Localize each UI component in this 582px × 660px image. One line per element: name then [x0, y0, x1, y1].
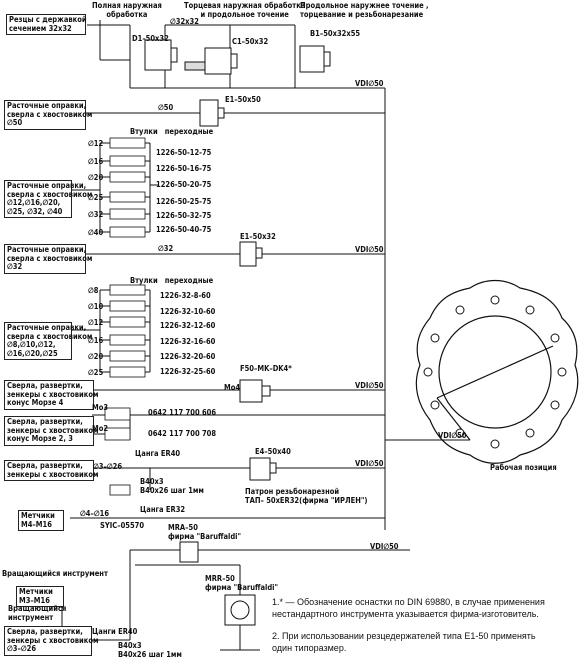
header-face-long: Торцевая наружная обработка и продольное…	[184, 1, 306, 19]
size-label: ∅16	[88, 336, 104, 345]
part-number: 1226-32-10-60	[160, 307, 216, 316]
code-e1b: E1–50x32	[240, 232, 276, 241]
bushings2: Втулки переходные	[130, 276, 214, 285]
box-morse23: Сверла, развертки, зенкеры с хвостовиком…	[4, 416, 98, 446]
code-f50: F50–MK–DK4*	[240, 364, 292, 373]
part-number: 1226-50-25-75	[156, 197, 212, 206]
box-drills-rot: Сверла, развертки, зенкеры с хвостовиком…	[4, 626, 98, 656]
code-b40x26b: В40х26 шаг 1мм	[118, 650, 182, 659]
code-b40x3b: В40х3	[118, 641, 142, 650]
code-d32b: ∅32	[158, 244, 174, 253]
code-d32: ∅32x32	[170, 17, 199, 26]
size-label: ∅20	[88, 352, 104, 361]
box-morse4: Сверла, развертки, зенкеры с хвостовиком…	[4, 380, 98, 410]
note-1: 1.* — Обозначение оснастки по DIN 69880,…	[272, 597, 545, 619]
code-mra: MRA–50 фирма "Baruffaldi"	[168, 523, 241, 541]
part-number: 1226-50-16-75	[156, 164, 212, 173]
code-mrr: MRR–50 фирма "Baruffaldi"	[205, 574, 278, 592]
vdi-label: VDI∅50	[355, 381, 384, 390]
vdi-label: VDI∅50	[355, 245, 384, 254]
size-label: ∅20	[88, 173, 104, 182]
tap-holder: Патрон резьбонарезной ТАП– 50хЕR32(фирма…	[245, 487, 368, 505]
size-label: ∅8	[88, 286, 99, 295]
code-d3-26: ∅3–∅26	[93, 462, 123, 471]
part-number: 1226-50-40-75	[156, 225, 212, 234]
box-cutters: Резцы с державкой сечением 32х32	[6, 14, 87, 35]
header-full-outer: Полная наружная обработка	[92, 1, 162, 19]
vdi-label: VDI∅50	[438, 431, 467, 440]
part-number: 1226-50-12-75	[156, 148, 212, 157]
bushings1: Втулки переходные	[130, 127, 214, 136]
size-label: ∅32	[88, 210, 104, 219]
rotating-label: Вращающийся инструмент	[8, 604, 67, 622]
part-number: 1226-32-16-60	[160, 337, 216, 346]
code-mo2: Мо2	[92, 424, 109, 433]
part-708: 0642 117 700 708	[148, 429, 217, 438]
size-label: ∅16	[88, 157, 104, 166]
code-b1: B1–50x32x55	[310, 29, 361, 38]
part-number: 1226-50-20-75	[156, 180, 212, 189]
vdi-label: VDI∅50	[355, 79, 384, 88]
code-mo3: Мо3	[92, 403, 109, 412]
code-b40x3: В40х3	[140, 477, 164, 486]
box-boring-set1: Расточные оправки, сверла с хвостовиком …	[4, 180, 92, 218]
box-taps2: Метчики М3–М16	[16, 586, 64, 607]
note-2: 2. При использовании резцедержателей тип…	[272, 631, 536, 653]
size-label: ∅12	[88, 139, 104, 148]
part-number: 1226-32-8-60	[160, 291, 211, 300]
collet40b: Цанги ER40	[92, 627, 138, 636]
box-taps: Метчики М4–М16	[18, 510, 64, 531]
size-label: ∅12	[88, 318, 104, 327]
vdi-label: VDI∅50	[355, 459, 384, 468]
size-label: ∅25	[88, 193, 104, 202]
size-label: ∅40	[88, 228, 104, 237]
turret	[415, 279, 579, 464]
part-number: 1226-32-20-60	[160, 352, 216, 361]
size-label: ∅10	[88, 302, 104, 311]
code-d4-16: ∅4–∅16	[80, 509, 110, 518]
code-mo4: Мо4	[224, 383, 241, 392]
code-c1: C1–50x32	[232, 37, 269, 46]
rotating-title: Вращающийся инструмент	[2, 569, 108, 578]
code-syic: SYIC–05570	[100, 521, 145, 530]
collet32: Цанга ER32	[140, 505, 186, 514]
code-e4: E4–50x40	[255, 447, 291, 456]
part-number: 1226-32-25-60	[160, 367, 216, 376]
vdi-label: VDI∅50	[370, 542, 399, 551]
box-boring-set2: Расточные оправки, сверла с хвостовиком …	[4, 322, 92, 360]
part-606: 0642 117 700 606	[148, 408, 217, 417]
code-d50: ∅50	[158, 103, 174, 112]
code-b40x26: В40х26 шаг 1мм	[140, 486, 204, 495]
work-position: Рабочая позиция	[490, 463, 557, 472]
box-drills: Сверла, развертки, зенкеры с хвостовиком	[4, 460, 98, 481]
part-number: 1226-50-32-75	[156, 211, 212, 220]
box-boring32: Расточные оправки, сверла с хвостовиком …	[4, 244, 92, 274]
size-label: ∅25	[88, 368, 104, 377]
part-number: 1226-32-12-60	[160, 321, 216, 330]
code-e1a: E1–50x50	[225, 95, 261, 104]
collet40a: Цанга ER40	[135, 449, 181, 458]
header-long-face-thread: Продольное наружнее точение , торцевание…	[300, 1, 429, 19]
code-d1: D1–50x32	[132, 34, 169, 43]
box-boring50: Расточные оправки, сверла с хвостовиком …	[4, 100, 92, 130]
